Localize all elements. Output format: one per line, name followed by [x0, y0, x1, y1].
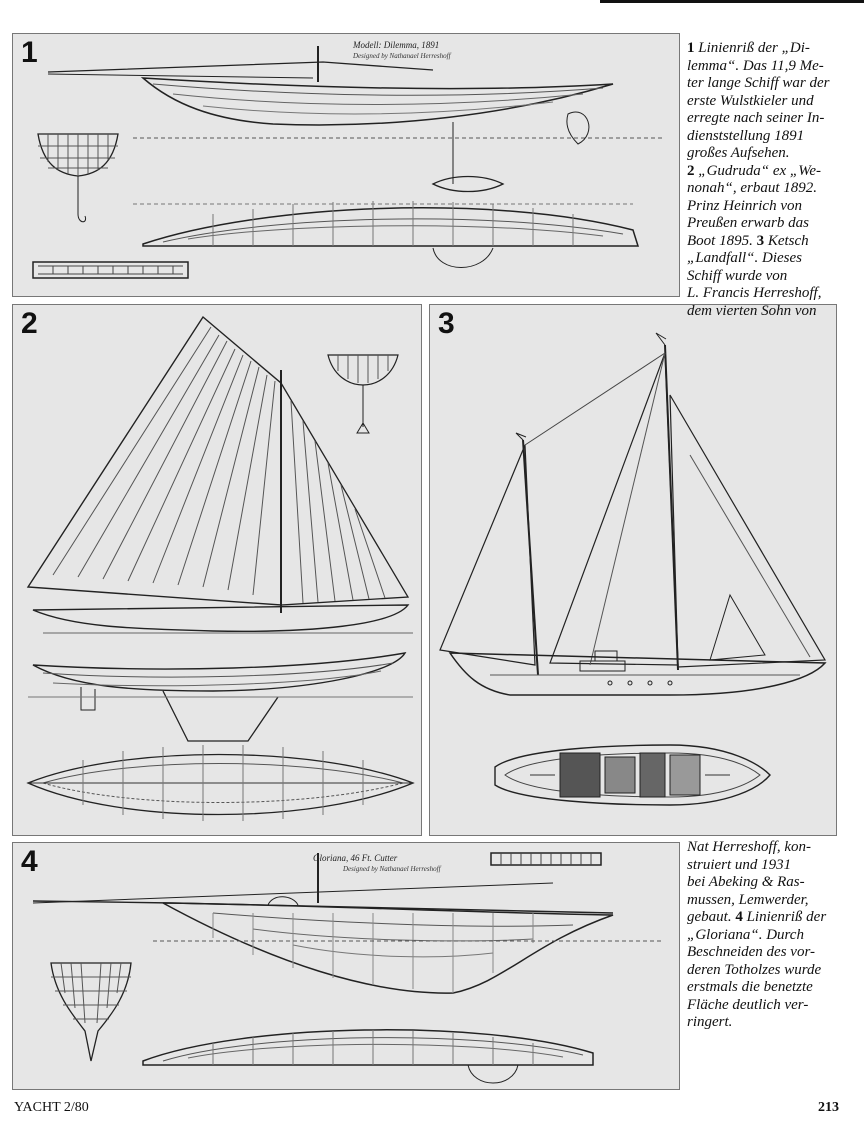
gloriana-title-note: Gloriana, 46 Ft. Cutter: [313, 853, 398, 863]
footer-issue: YACHT 2/80: [14, 1100, 89, 1115]
caption-text: Beschneiden des vor-: [687, 944, 815, 960]
caption-text: „Gudruda“ ex „We-: [698, 162, 822, 179]
caption-text: dienststellung 1891: [687, 127, 805, 144]
caption-figure-number: 2: [687, 162, 695, 179]
caption-line: dienststellung 1891: [687, 128, 859, 146]
caption-text: nonah“, erbaut 1892.: [687, 180, 818, 196]
panel-2-number: 2: [21, 307, 38, 340]
caption-line: bei Abeking & Ras-: [687, 874, 859, 892]
gloriana-lines-drawing: Gloriana, 46 Ft. Cutter Designed by Nath…: [32, 852, 663, 1084]
caption-text: mussen, Lemwerder,: [687, 891, 809, 908]
caption-line: dem vierten Sohn von: [687, 303, 859, 321]
caption-figure-number: 3: [756, 232, 765, 249]
dilemma-designer-note: Designed by Nathanael Herreshoff: [352, 52, 452, 60]
caption-text: struiert und 1931: [687, 856, 792, 873]
caption-line: 1 Linienriß der „Di-: [687, 40, 859, 58]
caption-line: Schiff wurde von: [687, 268, 859, 286]
caption-line: erregte nach seiner In-: [687, 110, 859, 128]
caption-text: dem vierten Sohn von: [687, 302, 817, 319]
caption-line: „Gloriana“. Durch: [687, 927, 859, 945]
gloriana-designer-note: Designed by Nathanael Herreshoff: [342, 865, 442, 873]
gudruda-sail-plan-drawing: [26, 315, 415, 821]
caption-line: L. Francis Herreshoff,: [687, 285, 859, 303]
panel-3-number: 3: [438, 307, 455, 340]
panel-1-number: 1: [21, 36, 38, 69]
caption-line: gebaut. 4 Linienriß der: [687, 909, 859, 927]
caption-line: mussen, Lemwerder,: [687, 892, 859, 910]
caption-text: lemma“. Das 11,9 Me-: [687, 57, 824, 74]
caption-figure-number: 4: [735, 909, 743, 925]
caption-line: struiert und 1931: [687, 857, 859, 875]
caption-text: Prinz Heinrich von: [687, 197, 802, 214]
caption-figure-number: 1: [687, 40, 695, 56]
caption-text: erregte nach seiner In-: [687, 110, 825, 126]
caption-line: großes Aufsehen.: [687, 145, 859, 163]
caption-line: 2 „Gudruda“ ex „We-: [687, 163, 859, 181]
caption-text: erstmals die benetzte: [687, 979, 813, 995]
caption-line: erste Wulstkieler und: [687, 93, 859, 111]
caption-text: erste Wulstkieler und: [687, 92, 814, 109]
caption-line: Beschneiden des vor-: [687, 944, 859, 962]
caption-text: bei Abeking & Ras-: [687, 874, 805, 890]
caption-text: deren Totholzes wurde: [687, 961, 822, 978]
caption-text: großes Aufsehen.: [687, 145, 790, 161]
dilemma-title-note: Modell: Dilemma, 1891: [352, 40, 439, 50]
caption-text: Ketsch: [767, 232, 809, 249]
caption-text: „Landfall“. Dieses: [687, 250, 803, 266]
caption-line: lemma“. Das 11,9 Me-: [687, 58, 859, 76]
panel-1-dilemma-lines: Modell: Dilemma, 1891 Designed by Nathan…: [12, 33, 680, 297]
panel-3-landfall-sail-plan: 3: [429, 304, 837, 836]
dilemma-lines-drawing: Modell: Dilemma, 1891 Designed by Nathan…: [32, 40, 663, 279]
caption-text: ringert.: [687, 1014, 733, 1030]
caption-line: erstmals die benetzte: [687, 979, 859, 997]
landfall-sail-plan-drawing: [439, 332, 827, 806]
panel-4-number: 4: [21, 845, 38, 878]
caption-line: Fläche deutlich ver-: [687, 997, 859, 1015]
caption-top: 1 Linienriß der „Di-lemma“. Das 11,9 Me-…: [687, 40, 859, 320]
caption-line: deren Totholzes wurde: [687, 962, 859, 980]
caption-text: L. Francis Herreshoff,: [687, 285, 822, 301]
caption-text: Preußen erwarb das: [687, 215, 809, 231]
top-rule: [600, 0, 864, 3]
caption-text: Linienriß der „Di-: [698, 40, 810, 56]
caption-text: gebaut.: [687, 909, 732, 925]
caption-line: ringert.: [687, 1014, 859, 1032]
caption-text: „Gloriana“. Durch: [687, 926, 804, 943]
caption-text: Fläche deutlich ver-: [687, 996, 809, 1013]
caption-text: Boot 1895.: [687, 232, 753, 249]
caption-text: ter lange Schiff war der: [687, 75, 830, 91]
caption-text: Schiff wurde von: [687, 267, 788, 284]
caption-line: nonah“, erbaut 1892.: [687, 180, 859, 198]
caption-line: Nat Herreshoff, kon-: [687, 839, 859, 857]
caption-line: Preußen erwarb das: [687, 215, 859, 233]
caption-line: „Landfall“. Dieses: [687, 250, 859, 268]
caption-line: Prinz Heinrich von: [687, 198, 859, 216]
caption-text: Nat Herreshoff, kon-: [687, 839, 812, 855]
caption-text: Linienriß der: [746, 909, 827, 925]
caption-line: Boot 1895. 3 Ketsch: [687, 233, 859, 251]
caption-line: ter lange Schiff war der: [687, 75, 859, 93]
panel-2-gudruda-sail-plan: 2: [12, 304, 422, 836]
panel-4-gloriana-lines: Gloriana, 46 Ft. Cutter Designed by Nath…: [12, 842, 680, 1090]
footer-page-number: 213: [818, 1100, 839, 1115]
